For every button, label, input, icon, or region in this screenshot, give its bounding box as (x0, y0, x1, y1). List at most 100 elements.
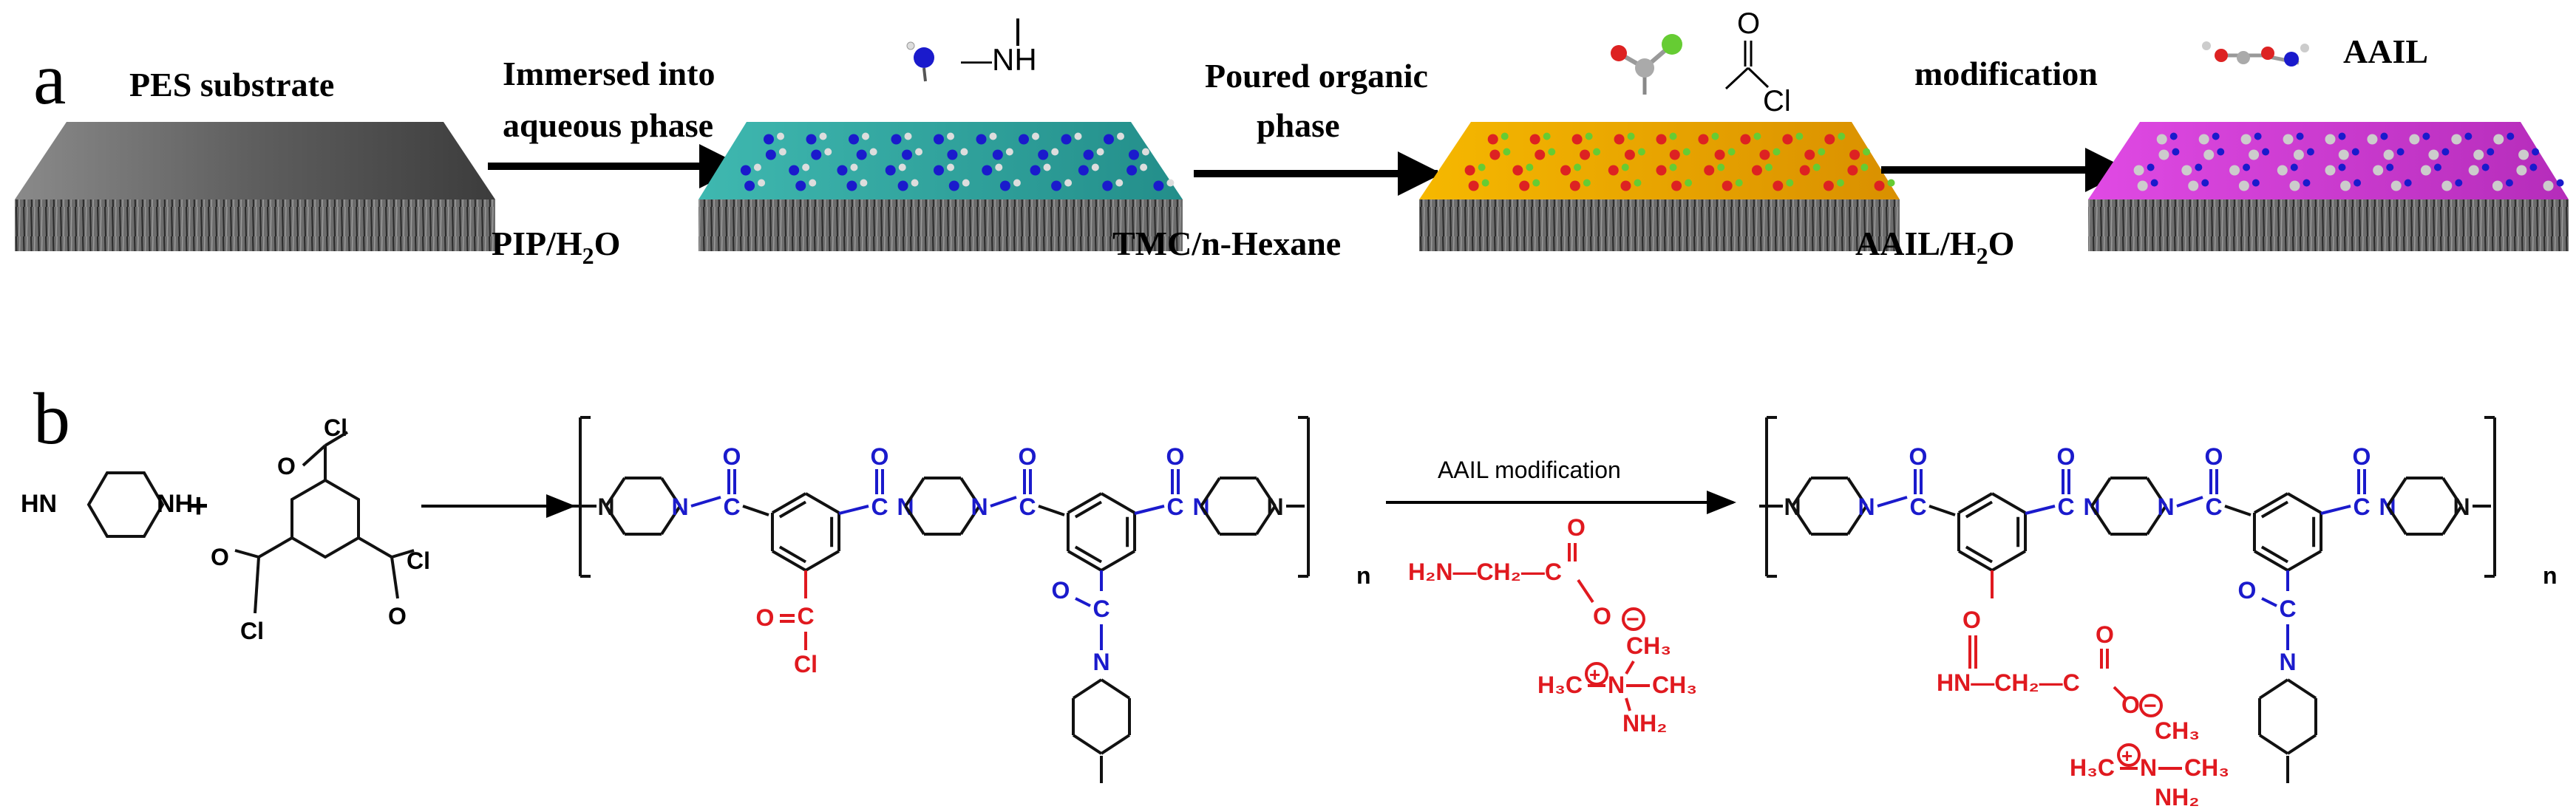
molecule-bead (1526, 163, 1534, 171)
molecule-bead (1824, 134, 1835, 145)
nitrogen-atom: N (1858, 494, 1875, 520)
svg-text:Cl: Cl (324, 414, 347, 441)
molecule-bead (1799, 165, 1810, 176)
molecule-bead (2409, 134, 2420, 145)
molecule-bead (809, 179, 817, 187)
svg-text:CH₃: CH₃ (2155, 717, 2200, 744)
molecule-bead (2303, 179, 2311, 187)
carbon-atom: C (1166, 494, 1183, 520)
molecule-bead (2420, 165, 2431, 176)
molecule-bead (1166, 179, 1175, 187)
repeat-subscript-2: n (2543, 562, 2558, 589)
molecule-bead (2481, 163, 2490, 171)
molecule-bead (2289, 180, 2300, 191)
svg-text:O: O (1593, 603, 1611, 629)
svg-text:H₂N—CH₂—C: H₂N—CH₂—C (1408, 559, 1562, 585)
molecule-bead (2473, 149, 2484, 160)
molecule-bead (2404, 179, 2412, 187)
molecule-bead (1128, 149, 1139, 160)
molecule-bead (1711, 132, 1719, 140)
svg-text:O: O (1567, 514, 1586, 541)
molecule-bead (1621, 163, 1629, 171)
molecule-bead (2158, 149, 2169, 160)
bond (2386, 505, 2407, 536)
nitrogen-atom: N (2279, 649, 2296, 675)
molecule-bead (2468, 165, 2479, 176)
molecule-bead (1535, 149, 1546, 160)
molecule-bead (2367, 134, 2378, 145)
bond (1846, 505, 1868, 536)
molecule-bead (1751, 165, 1762, 176)
molecule-bead (824, 148, 832, 156)
aail-cation-plus: + (1589, 663, 1600, 686)
molecule-bead (2386, 163, 2394, 171)
molecule-bead (1764, 163, 1773, 171)
svg-text:HN—CH₂—C: HN—CH₂—C (1937, 669, 2080, 696)
molecule-bead (1614, 134, 1625, 145)
molecule-bead (1656, 165, 1667, 176)
molecule-bead (999, 180, 1010, 191)
molecule-bead (2455, 179, 2463, 187)
repeat-subscript-1: n (1356, 562, 1371, 589)
bond (2258, 678, 2289, 700)
molecule-bead (1061, 134, 1072, 145)
molecule-bead (2351, 148, 2359, 156)
bond (605, 505, 626, 536)
bond (2286, 492, 2322, 514)
molecule-bead (1671, 180, 1682, 191)
molecule-bead (2283, 134, 2294, 145)
molecule-bead (1782, 134, 1793, 145)
molecule-bead (2373, 165, 2384, 176)
molecule-bead (2422, 132, 2430, 140)
molecule-bead (1543, 132, 1551, 140)
svg-text:HN: HN (21, 490, 57, 518)
bond (1101, 550, 1136, 572)
molecule-bead (1838, 132, 1846, 140)
molecule-bead (1487, 134, 1498, 145)
molecule-bead (2172, 148, 2180, 156)
panel-b: b HN NH + Cl O O Cl O Cl (21, 378, 2558, 809)
molecule-bead (1740, 134, 1751, 145)
molecule-bead (2380, 132, 2388, 140)
molecule-bead (1727, 148, 1736, 156)
step1-bottom-label: PIP/H2O (492, 225, 620, 269)
product-anion-minus: − (2144, 694, 2157, 718)
molecule-bead (1627, 132, 1635, 140)
aail-modification-label: AAIL modification (1438, 457, 1621, 483)
bond (1075, 597, 1091, 607)
svg-text:CH₃: CH₃ (1652, 672, 1697, 698)
step3-bottom-label: AAIL/H2O (1855, 225, 2014, 269)
molecule-bead (1735, 179, 1743, 187)
carbon-atom: C (1909, 494, 1926, 520)
step3-top-label: modification (1914, 55, 2098, 92)
oxygen-atom: O (1166, 443, 1185, 470)
bond (805, 550, 840, 572)
molecule-bead (2556, 179, 2564, 187)
molecule-bead (1637, 148, 1645, 156)
molecule-bead (2181, 165, 2192, 176)
bond (1100, 734, 1131, 755)
molecule-bead (1478, 163, 1486, 171)
molecule-bead (1836, 179, 1844, 187)
molecule-bead (1083, 149, 1094, 160)
molecule-bead (1759, 149, 1770, 160)
bond (959, 477, 981, 508)
nitrogen-atom: N (671, 494, 688, 520)
molecule-bead (819, 132, 827, 140)
molecule-bead (1704, 165, 1715, 176)
bond (1072, 678, 1103, 700)
aail-molecules (2133, 132, 2564, 191)
bond (2261, 597, 2277, 607)
carbon-atom: C (2353, 494, 2370, 520)
svg-text:NH₂: NH₂ (2155, 784, 2199, 809)
bond (2286, 678, 2317, 700)
bond (1101, 492, 1136, 514)
molecule-bead (1078, 165, 1089, 176)
aail-label: AAIL (2343, 33, 2428, 70)
molecule-bead (764, 134, 774, 145)
bond (838, 505, 869, 515)
molecule-bead (744, 180, 755, 191)
molecule-bead (2169, 132, 2178, 140)
svg-text:O: O (2096, 621, 2114, 648)
molecule-bead (1096, 148, 1104, 156)
